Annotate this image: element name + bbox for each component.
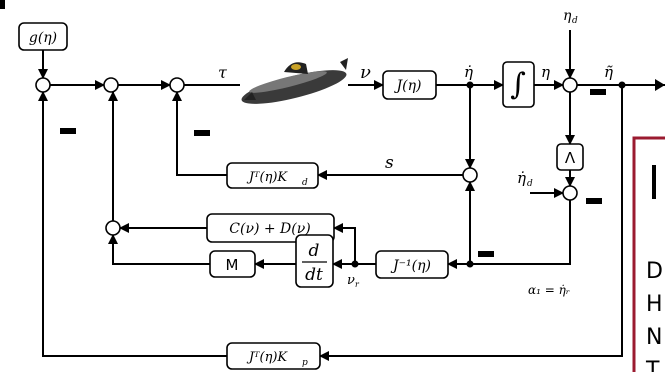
summing-junctions	[35, 77, 578, 236]
branch-nu-r	[351, 260, 359, 268]
branch-eta-tilde	[618, 81, 626, 89]
gravity-label: g(η)	[29, 30, 57, 46]
sum-junction-4	[562, 77, 578, 93]
minus-sign-sum6	[478, 251, 494, 257]
label-eta: η	[541, 63, 550, 81]
derivative-block: d dt	[295, 234, 334, 288]
submarine-icon	[241, 58, 348, 104]
side-panel-border	[632, 136, 665, 372]
gravity-block: g(η)	[18, 22, 68, 51]
sum-junction-3	[169, 77, 185, 93]
side-panel-letter-2: H	[646, 292, 663, 317]
kd-gain-subscript: d	[302, 178, 308, 188]
minus-sign-sum5	[586, 198, 602, 204]
branch-eta-dot	[466, 81, 474, 89]
jacobian-block: J(η)	[382, 70, 437, 100]
sum-junction-1	[35, 77, 51, 93]
sum-junction-7	[105, 220, 121, 236]
kd-gain-block: Jᵀ(η)K d	[226, 162, 319, 189]
coriolis-damping-label: C(ν) + D(ν)	[229, 221, 310, 237]
line-kd-to-sum3	[172, 91, 227, 176]
label-nu: ν	[360, 62, 371, 83]
jacobian-label: J(η)	[394, 78, 422, 94]
derivative-denominator: dt	[305, 265, 323, 285]
kp-gain-subscript: p	[302, 358, 308, 368]
label-alpha-equation: α₁ = η̇ᵣ	[528, 283, 570, 297]
label-eta-d-subscript: d	[572, 16, 578, 26]
label-eta-d: η	[563, 8, 572, 24]
label-eta-dot-d: η̇	[517, 169, 526, 187]
line-eta-tilde-to-kp	[319, 85, 623, 361]
sum-junction-2	[103, 77, 119, 93]
label-s: s	[385, 153, 394, 173]
minus-signs	[60, 89, 606, 257]
lambda-block: Λ	[556, 143, 584, 171]
signal-lines	[38, 30, 665, 361]
mass-label: M	[226, 256, 239, 274]
label-nu-r: ν	[347, 273, 355, 288]
lambda-label: Λ	[565, 149, 576, 167]
minus-sign-sum3	[194, 130, 210, 136]
inverse-jacobian-label: J⁻¹(η)	[390, 258, 431, 274]
label-nu-r-subscript: r	[355, 280, 360, 289]
kd-gain-label: Jᵀ(η)K	[246, 170, 289, 185]
side-panel: D H N T	[632, 136, 665, 372]
integrator-block: ∫	[502, 61, 535, 108]
minus-sign-sum1	[60, 128, 76, 134]
mass-block: M	[209, 250, 256, 278]
label-eta-tilde: η̃	[604, 63, 613, 81]
kp-gain-label: Jᵀ(η)K	[246, 350, 289, 365]
line-kp-to-sum1	[38, 91, 227, 357]
line-nu-r-to-coriolis	[333, 223, 356, 264]
side-panel-letter-1: D	[646, 259, 663, 284]
minus-sign-sum4	[590, 89, 606, 95]
branch-points	[351, 81, 626, 268]
side-panel-heading-glyph	[652, 165, 656, 199]
kp-gain-block: Jᵀ(η)K p	[226, 342, 321, 370]
line-alpha-to-inv-jacobian	[447, 200, 571, 269]
side-panel-letter-4: T	[645, 358, 660, 372]
integrator-symbol: ∫	[510, 67, 526, 102]
label-tau: τ	[218, 63, 228, 82]
label-eta-dot-d-subscript: d	[527, 179, 533, 189]
sum-junction-5	[562, 185, 578, 201]
signal-labels: τ ν η̇ η η d η̃ s η̇ d ν r α₁ = η̇ᵣ	[218, 8, 613, 297]
label-eta-dot: η̇	[464, 63, 473, 81]
inverse-jacobian-block: J⁻¹(η)	[375, 250, 449, 279]
derivative-numerator: d	[309, 241, 320, 261]
line-mass-to-sum7	[108, 234, 210, 265]
sum-junction-6	[462, 167, 478, 183]
corner-mark	[0, 0, 5, 9]
side-panel-letter-3: N	[646, 325, 662, 350]
branch-alpha	[466, 260, 474, 268]
